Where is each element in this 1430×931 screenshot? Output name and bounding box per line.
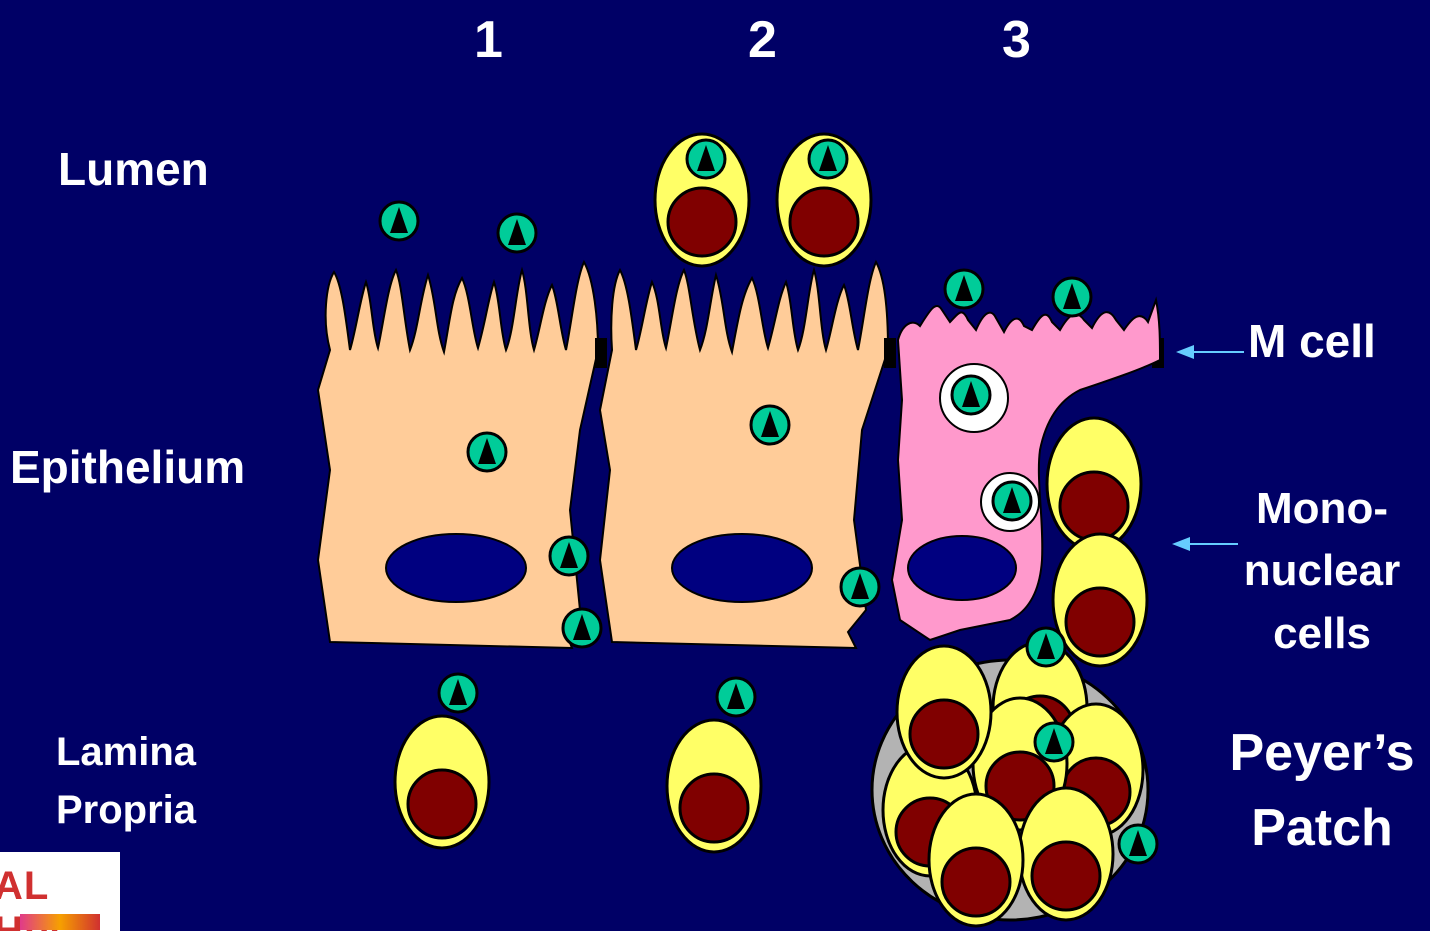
- arrow-mononuclear: [1172, 537, 1238, 551]
- hiv-virion: [380, 202, 418, 240]
- hiv-virion: [751, 406, 789, 444]
- hiv-virion: [809, 140, 847, 178]
- hiv-virion: [498, 214, 536, 252]
- lamina-mononuclear-cell: [395, 716, 489, 848]
- m-cell-pocket-mononuclear-cell: [1053, 534, 1147, 666]
- hiv-virion: [687, 140, 725, 178]
- m-cell-nucleus: [908, 536, 1016, 600]
- hiv-virion: [1053, 278, 1091, 316]
- hiv-virion: [563, 609, 601, 647]
- epithelial-nucleus-2: [672, 534, 812, 602]
- peyers-mononuclear-cell: [1019, 788, 1113, 920]
- hiv-virion: [993, 482, 1031, 520]
- tight-junction-2: [884, 338, 896, 368]
- epithelial-nucleus-1: [386, 534, 526, 602]
- arrow-m-cell: [1176, 345, 1244, 359]
- hiv-virion: [945, 270, 983, 308]
- hiv-virion: [1119, 825, 1157, 863]
- lamina-mononuclear-cell: [667, 720, 761, 852]
- hiv-virion: [468, 433, 506, 471]
- tight-junction-1: [595, 338, 607, 368]
- m-cell-pocket-mononuclear-cell: [1047, 418, 1141, 550]
- hiv-virion: [1027, 628, 1065, 666]
- hiv-virion: [841, 568, 879, 606]
- peyers-mononuclear-cell: [929, 794, 1023, 926]
- hiv-virion: [550, 537, 588, 575]
- hiv-virion: [439, 674, 477, 712]
- hiv-virion: [952, 376, 990, 414]
- hiv-virion: [1035, 723, 1073, 761]
- peyers-mononuclear-cell: [897, 646, 991, 778]
- hiv-virion: [717, 678, 755, 716]
